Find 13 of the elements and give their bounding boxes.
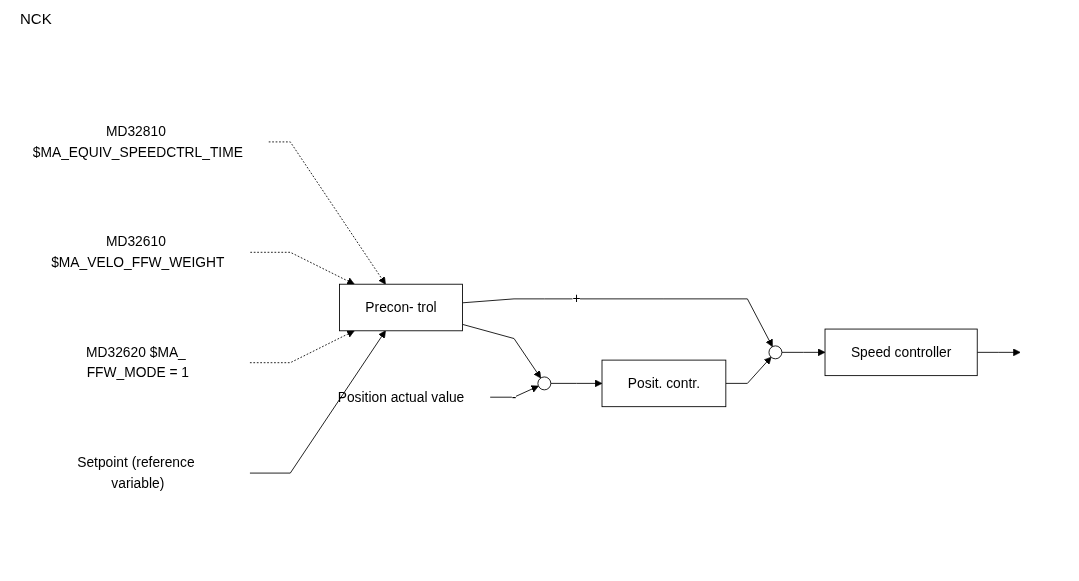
section-label: NCK [20, 10, 52, 27]
node-text: Setpoint (reference variable) [77, 454, 195, 491]
node-text: Position actual value [337, 389, 465, 405]
node-text: MD32810 $MA_EQUIV_SPEEDCTRL_TIME [32, 123, 243, 160]
node-box: Speed controller [824, 328, 978, 377]
node-text: MD32620 $MA_ FFW_MODE = 1 [86, 344, 189, 380]
node-box: Posit. contr. [601, 359, 727, 408]
edge-label: + [572, 291, 581, 306]
node-box: Precon- trol [339, 283, 463, 332]
edge-label: - [511, 389, 517, 405]
node-circle [768, 345, 783, 360]
node-circle [537, 376, 552, 391]
node-text: MD32610 $MA_VELO_FFW_WEIGHT [51, 234, 225, 270]
